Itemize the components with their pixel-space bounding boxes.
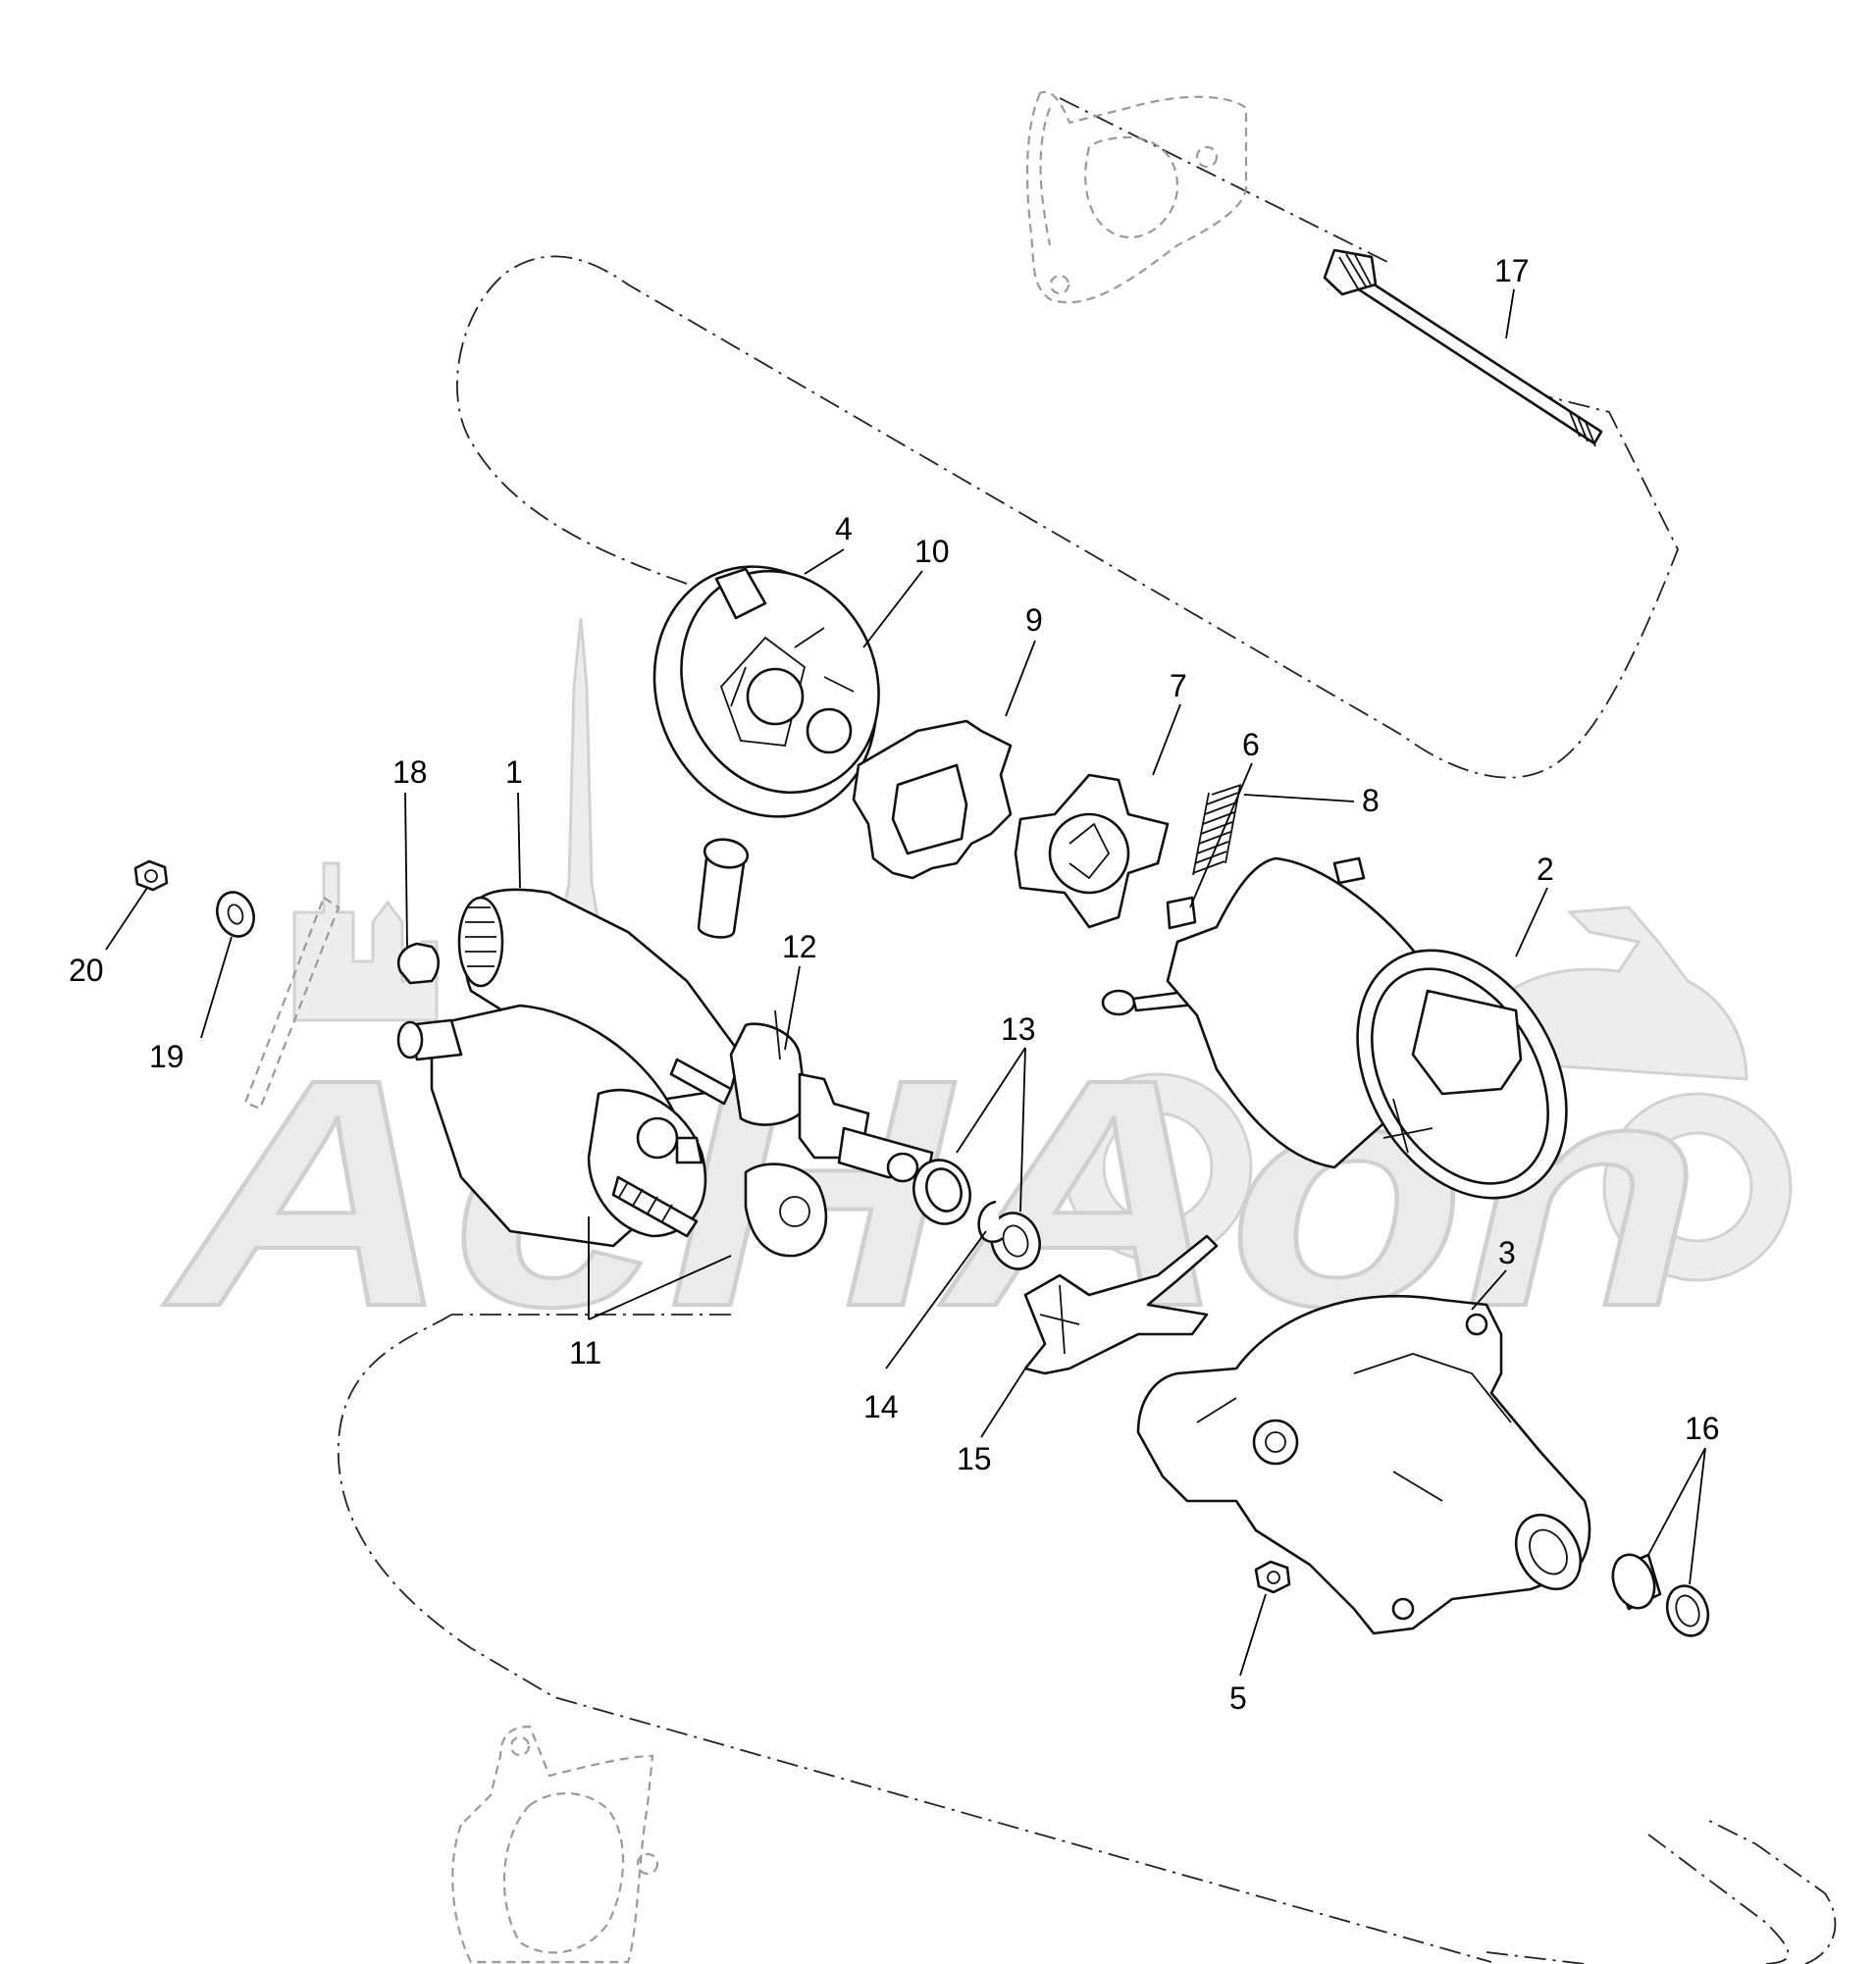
part-7-brush-holder	[1014, 773, 1170, 929]
callout-labels: 1 2 3 4 5 6 7 8 9 10 11 12 13 14 15 16 1…	[69, 253, 1720, 1716]
part-18-boot	[396, 942, 441, 985]
callout-13: 13	[1001, 1011, 1036, 1047]
callout-3: 3	[1498, 1235, 1516, 1270]
part-1-armature-assembly	[457, 888, 934, 1183]
ghost-mount-plate-top	[1025, 90, 1248, 304]
part-11-solenoid	[396, 1004, 828, 1258]
callout-6: 6	[1242, 727, 1260, 762]
part-15-shift-lever	[1023, 1234, 1219, 1375]
callout-14: 14	[863, 1389, 899, 1424]
part-20-nut	[133, 859, 169, 892]
part-5-nut	[1254, 1560, 1291, 1594]
assembly-outline	[338, 97, 1837, 1964]
part-13-bearing	[912, 1159, 1041, 1270]
part-8-spring	[1192, 784, 1242, 876]
callout-9: 9	[1025, 602, 1043, 638]
callout-20: 20	[69, 953, 104, 988]
callout-17: 17	[1494, 253, 1530, 288]
part-17-through-bolt	[1323, 248, 1603, 447]
callout-10: 10	[914, 534, 950, 569]
part-16-bushing	[1611, 1553, 1710, 1637]
callout-12: 12	[782, 929, 817, 964]
callout-1: 1	[505, 754, 523, 790]
callout-5: 5	[1229, 1680, 1247, 1716]
callout-7: 7	[1170, 668, 1187, 703]
ghost-mount-plate-bottom	[451, 1725, 659, 1964]
part-12-pinion	[774, 1009, 781, 1060]
part-2-yoke	[1166, 856, 1568, 1200]
leader-lines	[105, 288, 1706, 1677]
callout-16: 16	[1685, 1411, 1720, 1446]
callout-4: 4	[835, 511, 853, 546]
callout-8: 8	[1362, 783, 1380, 818]
callout-11: 11	[569, 1335, 601, 1370]
part-10-brush	[697, 838, 750, 939]
part-4-end-cap	[652, 565, 880, 818]
callout-2: 2	[1537, 852, 1554, 887]
callout-18: 18	[392, 754, 428, 790]
part-9-gasket	[852, 719, 1013, 880]
callout-15: 15	[957, 1441, 992, 1476]
part-3-drive-housing	[1136, 1294, 1591, 1635]
callout-19: 19	[149, 1039, 184, 1074]
part-19-washer	[216, 891, 255, 938]
